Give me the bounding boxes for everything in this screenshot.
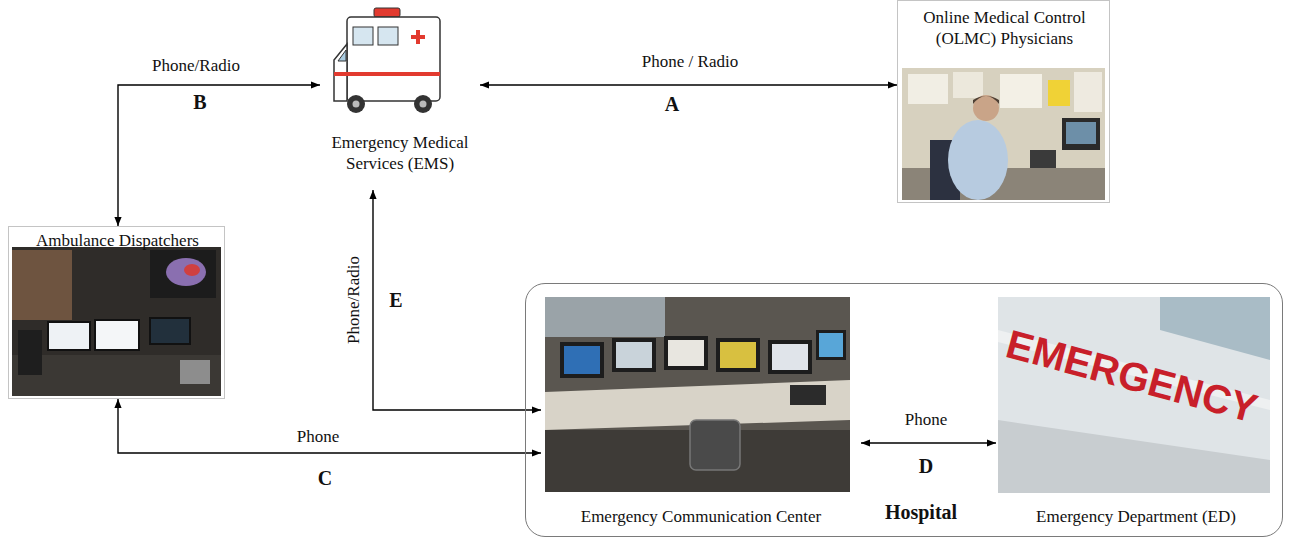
ambulance-light (374, 8, 400, 17)
connector-label: Phone / Radio (640, 53, 740, 72)
olmc-photo (902, 68, 1105, 200)
ambulance-cross (411, 35, 425, 39)
photo-screen (819, 333, 843, 357)
photo-wall (902, 68, 1105, 200)
photo-screen (668, 340, 704, 366)
photo-monitor (612, 338, 656, 372)
edge-letter: E (389, 289, 402, 311)
node-label: Emergency Department (ED) (996, 506, 1276, 527)
node-label: Hospital (866, 500, 976, 525)
photo-room (545, 297, 850, 492)
photo-paper (953, 72, 983, 98)
photo-glass (1160, 297, 1270, 360)
ambulance-windshield (338, 50, 346, 61)
ed-photo (998, 297, 1270, 493)
photo-person-hair (973, 96, 999, 104)
edge-letter: B (193, 91, 206, 113)
node-label: Online Medical Control (OLMC) Physicians (913, 7, 1096, 50)
connector-label: Phone (295, 428, 342, 447)
photo-screen (1066, 122, 1096, 144)
connector-arrow (373, 190, 541, 410)
node-label: Emergency Medical Services (EMS) (320, 132, 480, 175)
photo-phone (1030, 150, 1056, 168)
connector-label: Phone/Radio (345, 254, 364, 346)
photo-monitor (1062, 118, 1100, 150)
ambulance-hub (420, 101, 427, 108)
connector-label: Phone (903, 411, 950, 430)
photo-screen (720, 342, 756, 368)
photo-screen (616, 342, 652, 368)
dispatch-box: Ambulance Dispatchers (8, 226, 225, 399)
photo-screen-image (166, 258, 206, 286)
dispatch-photo (12, 247, 221, 396)
photo-sky (998, 297, 1270, 493)
photo-person (18, 330, 42, 375)
ambulance-icon (334, 8, 440, 113)
photo-blinds (12, 250, 72, 320)
photo-person-shirt (948, 120, 1008, 200)
photo-monitor (816, 330, 846, 360)
ambulance-body (347, 17, 440, 101)
photo-desk (12, 355, 221, 396)
photo-paper (1074, 72, 1102, 112)
ambulance-stripe (334, 72, 440, 76)
ems-node: Emergency Medical Services (EMS) (320, 0, 480, 190)
photo-monitor (560, 342, 604, 378)
photo-room (12, 247, 221, 396)
olmc-box: Online Medical Control (OLMC) Physicians (897, 0, 1110, 203)
ecc-node: Emergency Communication Center (541, 296, 861, 534)
photo-screen (772, 344, 808, 370)
edge-letter: D (919, 455, 933, 477)
photo-wall (998, 420, 1270, 493)
photo-person-head (973, 95, 999, 121)
connector-label: Phone/Radio (150, 57, 242, 76)
photo-monitor (48, 322, 90, 350)
photo-chair (690, 420, 740, 470)
photo-paper (908, 74, 948, 104)
photo-monitor (150, 318, 190, 344)
photo-screen-image (184, 264, 200, 276)
ambulance-hub (353, 101, 360, 108)
ambulance-wheel (414, 95, 432, 113)
edge-letter: A (665, 93, 679, 115)
ambulance-window (353, 27, 373, 45)
sign-text: EMERGENCY (1002, 321, 1262, 430)
photo-phone (790, 385, 826, 405)
photo-tablet (180, 360, 210, 384)
ecc-photo (545, 297, 850, 492)
node-label: Emergency Communication Center (541, 506, 861, 527)
photo-monitor (95, 320, 139, 350)
photo-monitor (716, 338, 760, 372)
edge-letter: C (318, 467, 332, 489)
ambulance-window (378, 27, 398, 45)
photo-paper (1000, 74, 1042, 108)
connector-arrow (480, 84, 897, 85)
photo-sticker (1048, 80, 1070, 106)
ambulance-wheel (347, 95, 365, 113)
photo-wall-screen (150, 250, 216, 298)
photo-monitor (768, 340, 812, 374)
photo-screen (564, 346, 600, 374)
connector-arrow (861, 442, 996, 443)
photo-monitor (664, 336, 708, 370)
connector-arrow (118, 399, 541, 453)
photo-window (545, 297, 665, 337)
connector-arrow (118, 85, 320, 226)
node-label: Ambulance Dispatchers (9, 230, 226, 251)
